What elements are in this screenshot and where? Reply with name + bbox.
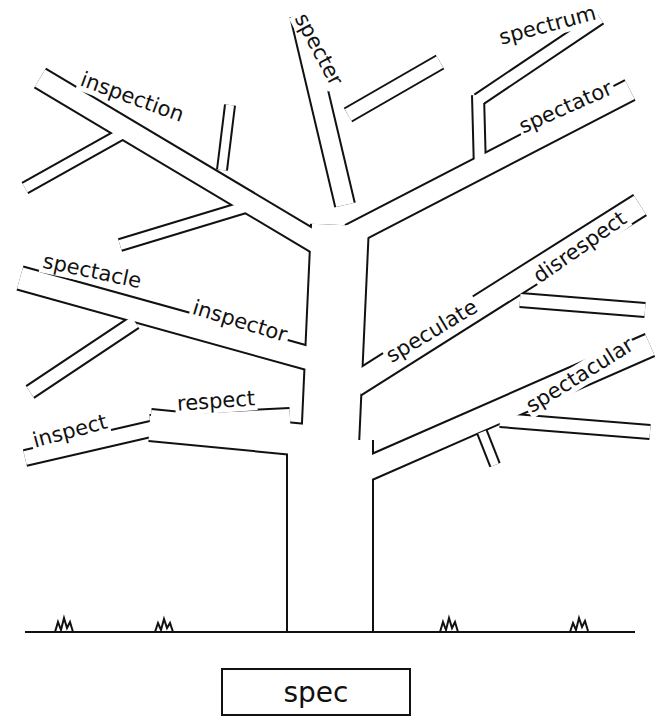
ground-line (25, 618, 635, 632)
tree-branch (478, 95, 480, 170)
tree-branch (222, 105, 230, 170)
tree-branch (288, 440, 372, 632)
tree-branch (120, 205, 252, 245)
tree-branch (500, 420, 650, 432)
root-word: spec (284, 676, 349, 709)
tree-branch (330, 225, 340, 445)
tree-branch (20, 278, 315, 360)
tree-branch (30, 322, 135, 392)
tree-branch (120, 205, 252, 245)
tree-branch (330, 225, 340, 445)
tree-branch (482, 432, 495, 465)
tree-branch (350, 90, 630, 235)
tree-branch (520, 300, 645, 310)
tree-branch (150, 418, 290, 425)
tree-branch (348, 62, 440, 115)
tree-branch (350, 90, 630, 235)
branch-word: speculate (381, 295, 484, 369)
branch-word: spectacular (520, 333, 639, 419)
root-box: spec (221, 668, 411, 716)
branch-word: spectrum (495, 1, 601, 50)
tree-branch (286, 440, 374, 632)
tree-branch (20, 278, 315, 360)
tree-branch (30, 322, 135, 392)
tree-branch (25, 132, 125, 188)
tree-branch (520, 300, 645, 310)
tree-branch (150, 418, 290, 425)
branch-word: disrespect (527, 206, 632, 289)
tree-branch (222, 105, 230, 170)
tree-branch (482, 432, 495, 465)
tree-branch (25, 132, 125, 188)
tree-branch (348, 62, 440, 115)
tree-branch (500, 420, 650, 432)
tree-branch (478, 95, 480, 170)
